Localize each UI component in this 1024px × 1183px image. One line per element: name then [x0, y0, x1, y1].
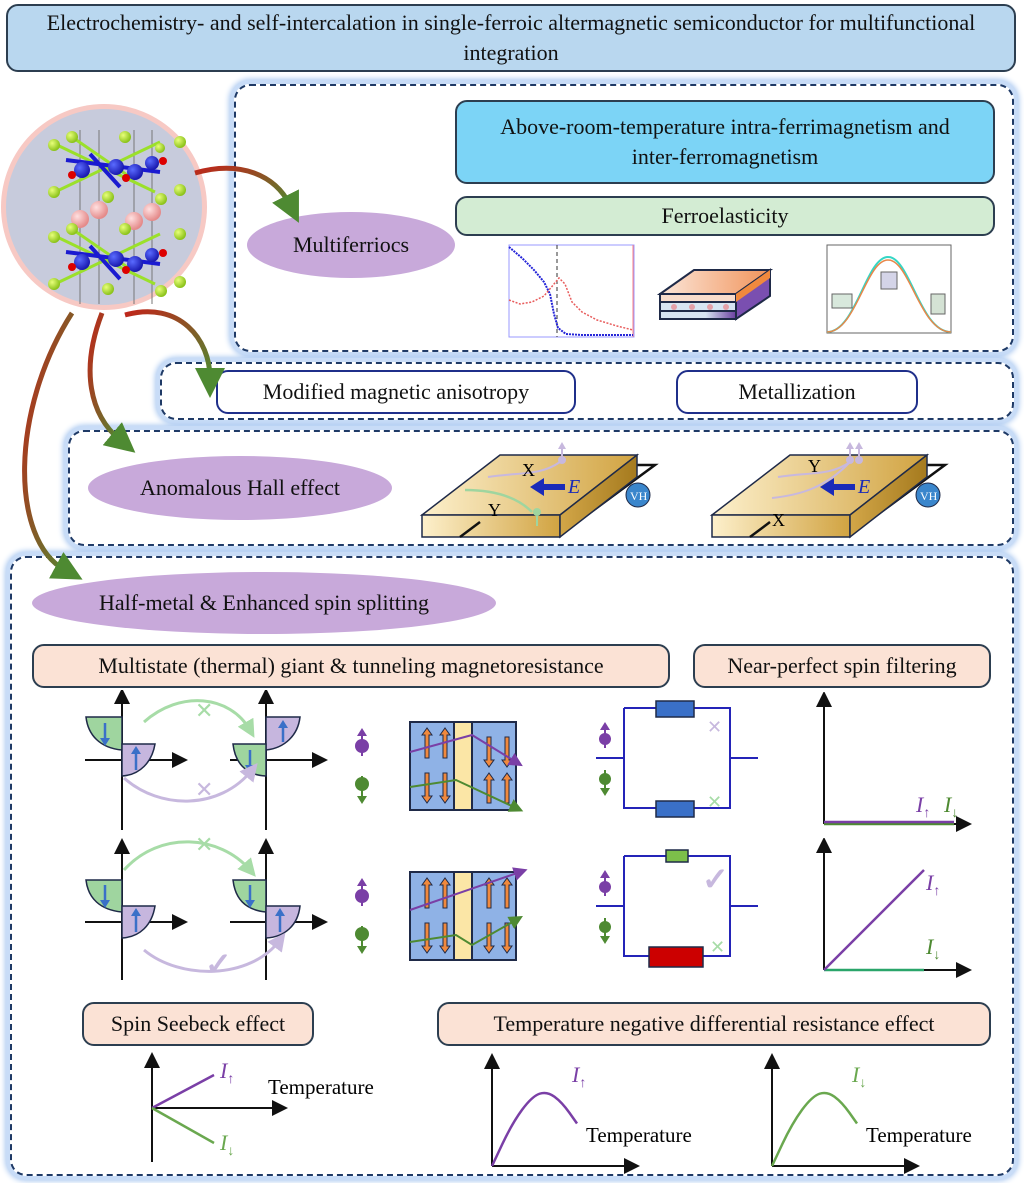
- spin-filter-chart-antiparallel: I↑ I↓: [816, 838, 972, 978]
- ferroelastic-energy-thumbnail: [826, 244, 952, 334]
- hall-label-x: X: [522, 460, 535, 480]
- x-axis-label: Temperature: [866, 1123, 972, 1147]
- series-spin-up: [823, 869, 925, 971]
- mtj-stack-antiparallel: [409, 721, 524, 812]
- spin-down-electron-icon: [599, 918, 611, 944]
- layered-slab-thumbnail: [656, 268, 774, 321]
- intercalated-atoms: [71, 201, 161, 230]
- x-axis-label: Temperature: [586, 1123, 692, 1147]
- resistor-circuits: ✕ ✕ ✓ ✕: [596, 700, 758, 968]
- ndr-chart-spin-down: I↓ Temperature: [764, 1053, 972, 1174]
- metallization-box: Metallization: [676, 370, 918, 414]
- spin-band-diagrams: ✕ ✕ ✕ ✓: [85, 690, 328, 982]
- blocked-cross-icon: ✕: [195, 698, 213, 723]
- hall-device-1: X Y E VH: [419, 442, 659, 539]
- crystal-layer-top: [48, 131, 186, 205]
- blocked-cross-icon: ✕: [707, 717, 722, 737]
- magnetization-thumbnail: [508, 244, 635, 338]
- allowed-check-icon: ✓: [205, 946, 232, 982]
- label-i-down: I↓: [925, 934, 940, 963]
- anisotropy-box: Modified magnetic anisotropy: [216, 370, 576, 414]
- spin-up-electron-icon: [355, 878, 369, 906]
- allowed-check-icon: ✓: [702, 861, 729, 897]
- hall-field-e: E: [857, 476, 870, 498]
- band-row-antiparallel: ✕ ✓: [85, 832, 328, 982]
- label-i-up: I↑: [925, 870, 940, 899]
- spin-up-electron-icon: [599, 722, 611, 748]
- label-i-down: I↓: [219, 1130, 234, 1159]
- hall-label: Anomalous Hall effect: [88, 456, 392, 520]
- resistor: [655, 700, 695, 718]
- label-i-up: I↑: [915, 792, 930, 821]
- hall-device-2: Y X E VH: [709, 442, 949, 539]
- multiferroics-label: Multiferriocs: [247, 212, 455, 278]
- blocked-cross-icon: ✕: [195, 832, 213, 857]
- spin-valve-stacks: [355, 721, 528, 961]
- x-axis-label: Temperature: [268, 1075, 374, 1099]
- hall-label-x: X: [772, 510, 785, 530]
- series-spin-down: [151, 1106, 215, 1145]
- mtj-stack-parallel: [409, 867, 528, 961]
- diagram-title: Electrochemistry- and self-intercalation…: [6, 4, 1016, 72]
- label-i-up: I↑: [571, 1062, 586, 1091]
- series-spin-up: [490, 1091, 579, 1167]
- spin-up-electron-icon: [355, 728, 369, 756]
- resistor-small: [665, 849, 689, 863]
- crystal-structure-image: [1, 104, 207, 310]
- spin-down-electron-icon: [355, 776, 369, 804]
- band-row-parallel: ✕ ✕: [85, 690, 328, 830]
- blocked-cross-icon: ✕: [707, 792, 722, 812]
- hall-label-y: Y: [808, 456, 821, 476]
- resistor: [655, 800, 695, 818]
- spin-filtering-box: Near-perfect spin filtering: [693, 644, 991, 688]
- blocked-cross-icon: ✕: [710, 937, 725, 957]
- circuit-parallel: ✓ ✕: [596, 849, 758, 968]
- hall-field-e: E: [567, 476, 580, 498]
- spin-filter-chart-parallel: I↑ I↓: [816, 692, 972, 832]
- label-i-down: I↓: [943, 792, 958, 821]
- circuit-antiparallel: ✕ ✕: [596, 700, 758, 818]
- magnetism-box: Above-room-temperature intra-ferrimagnet…: [455, 100, 995, 184]
- ndr-chart-spin-up: I↑ Temperature: [484, 1053, 692, 1174]
- hall-label-y: Y: [488, 500, 501, 520]
- ferroelasticity-box: Ferroelasticity: [455, 196, 995, 236]
- spin-down-electron-icon: [599, 770, 611, 796]
- series-spin-down: [770, 1091, 859, 1167]
- arrow-to-halfmetal: [22, 311, 83, 580]
- resistor-large: [648, 946, 704, 968]
- blocked-cross-icon: ✕: [195, 777, 213, 802]
- hall-voltmeter: VH: [920, 489, 938, 503]
- magnetoresistance-box: Multistate (thermal) giant & tunneling m…: [32, 644, 670, 688]
- halfmetal-label: Half-metal & Enhanced spin splitting: [32, 572, 496, 634]
- hall-voltmeter: VH: [630, 489, 648, 503]
- label-i-up: I↑: [219, 1058, 234, 1087]
- label-i-down: I↓: [851, 1062, 866, 1091]
- spin-up-electron-icon: [599, 870, 611, 896]
- spin-seebeck-chart: I↑ I↓ Temperature: [144, 1052, 374, 1162]
- ndr-box: Temperature negative differential resist…: [437, 1002, 991, 1046]
- series-spin-up: [151, 1073, 215, 1110]
- crystal-layer-bottom: [48, 223, 186, 297]
- spin-seebeck-box: Spin Seebeck effect: [82, 1002, 314, 1046]
- spin-down-electron-icon: [355, 926, 369, 954]
